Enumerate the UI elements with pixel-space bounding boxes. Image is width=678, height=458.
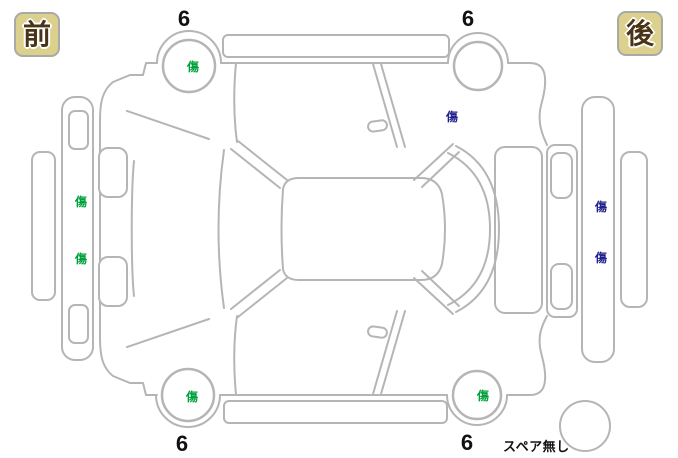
damage-mark-blue-rear-panel-upper: 傷 xyxy=(594,200,608,214)
rear-bumper-strip xyxy=(620,151,648,308)
a-pillar-upper xyxy=(230,140,288,189)
front-bumper-strip xyxy=(31,151,56,301)
roof-panel xyxy=(280,177,446,281)
rear-window-arc-inner xyxy=(447,152,491,306)
front-door-seam-bottom xyxy=(233,315,238,396)
damage-mark-green-bottom-front-wheel: 傷 xyxy=(185,390,199,404)
c-pillar-upper xyxy=(413,143,460,188)
trunk-lid xyxy=(494,146,543,314)
front-view-strips xyxy=(31,96,94,361)
taillight-left xyxy=(550,152,573,199)
headlight-front-view-lower xyxy=(68,304,89,344)
damage-mark-green-top-front-wheel: 傷 xyxy=(186,60,200,74)
top-view-body xyxy=(98,62,578,396)
taillight-panel-top-view xyxy=(546,144,578,318)
headlight-front-view-upper xyxy=(68,110,89,150)
wheel-top-rear xyxy=(452,40,504,92)
front-fender-arch-top xyxy=(156,30,222,64)
door-handle-top xyxy=(367,119,388,133)
tire-count-side-view-top-front-wheel: 6 xyxy=(177,6,191,31)
tire-count-side-view-bottom-front-wheel: 6 xyxy=(175,431,189,456)
front-panel-strip xyxy=(61,96,94,361)
rear-badge: 後 xyxy=(617,11,663,56)
rocker-panel-top xyxy=(222,34,450,58)
damage-mark-blue-rear-panel-lower: 傷 xyxy=(594,251,608,265)
rear-window-arc-outer xyxy=(455,145,500,313)
rear-view-strips xyxy=(581,96,648,363)
front-fender-arch-bottom xyxy=(155,394,221,428)
b-pillar-seam-bottom xyxy=(372,310,406,395)
headlight-top-view-right xyxy=(98,256,128,307)
side-view-top xyxy=(156,30,548,148)
spare-tire-circle xyxy=(559,400,611,452)
fender-creases xyxy=(126,110,210,348)
hood-front-edge xyxy=(130,160,135,297)
taillight-right xyxy=(550,263,573,310)
rocker-panel-bottom xyxy=(223,400,448,424)
wheel-top-front xyxy=(161,38,217,94)
tire-count-side-view-top-rear-wheel: 6 xyxy=(461,6,475,31)
windshield-cowl-arc xyxy=(217,149,225,309)
rear-fender-arch-bottom xyxy=(446,394,508,426)
damage-mark-blue-rear-quarter-top-view: 傷 xyxy=(445,110,459,124)
b-pillar-seam-top xyxy=(372,63,406,148)
spare-label: スペア無し xyxy=(503,439,570,454)
side-view-bottom xyxy=(155,310,548,428)
damage-mark-green-bottom-rear-wheel: 傷 xyxy=(476,389,490,403)
damage-mark-green-front-panel-lower: 傷 xyxy=(74,252,88,266)
front-badge: 前 xyxy=(14,12,60,57)
rear-fender-arch-top xyxy=(447,32,509,64)
front-door-seam-top xyxy=(233,62,238,143)
front-face-outline xyxy=(99,62,158,396)
a-pillar-lower xyxy=(230,269,288,318)
tire-count-side-view-bottom-rear-wheel: 6 xyxy=(460,430,474,455)
door-handle-bottom xyxy=(367,325,388,339)
headlight-top-view-left xyxy=(98,147,128,198)
rear-panel-strip xyxy=(581,96,615,363)
c-pillar-lower xyxy=(413,270,460,315)
damage-mark-green-front-panel-upper: 傷 xyxy=(74,195,88,209)
wheel-bottom-rear xyxy=(451,369,503,421)
wheel-bottom-front xyxy=(160,367,216,423)
